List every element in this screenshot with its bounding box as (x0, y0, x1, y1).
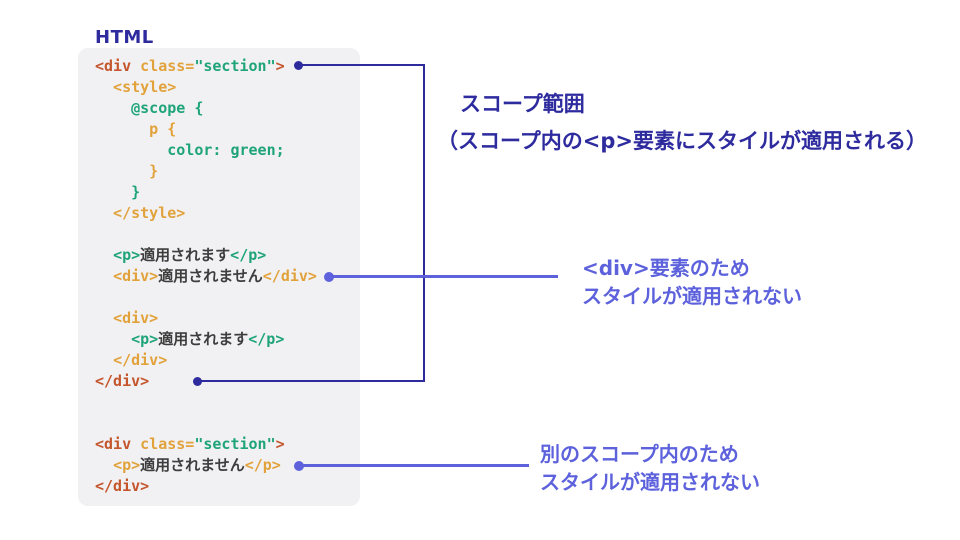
code-line (95, 392, 360, 413)
other-scope-callout-line (299, 464, 529, 467)
code-segment (95, 456, 113, 474)
code-segment: </style> (95, 204, 186, 222)
code-segment: > (275, 57, 285, 75)
scope-bracket-close-dot (193, 377, 202, 386)
code-line: <style> (95, 77, 360, 98)
code-line: <p>適用されます</p> (95, 329, 360, 350)
code-segment (95, 267, 113, 285)
code-segment: <p> (113, 246, 141, 264)
code-line (95, 287, 360, 308)
scope-bracket-bottom-line (198, 380, 425, 382)
code-segment: <div (95, 57, 141, 75)
code-segment: </div> (95, 477, 150, 495)
code-segment: 適用されます (140, 246, 231, 264)
div-not-applied-line2: スタイルが適用されない (582, 284, 802, 308)
code-segment: </p> (244, 456, 281, 474)
code-segment (95, 351, 113, 369)
code-segment: > (275, 435, 285, 453)
other-scope-callout-dot (294, 461, 304, 471)
code-segment: </div> (95, 372, 150, 390)
code-line: </div> (95, 350, 360, 371)
code-line: </div> (95, 371, 360, 392)
scope-range-annotation-line1: スコープ範囲 (460, 92, 585, 116)
code-block: <div class="section"> <style> @scope { p… (78, 48, 360, 497)
scope-range-annotation-line2: （スコープ内の<p>要素にスタイルが適用される） (437, 129, 927, 153)
code-line: color: green; (95, 140, 360, 161)
div-callout-line (329, 275, 558, 278)
scope-bracket-open-dot (294, 61, 303, 70)
code-line: @scope { (95, 98, 360, 119)
code-segment: <div (95, 435, 141, 453)
code-segment: } (95, 183, 141, 201)
code-segment: <p> (113, 456, 141, 474)
code-segment: color: green; (95, 141, 285, 159)
other-scope-line2: スタイルが適用されない (540, 470, 760, 494)
code-segment: <div> (113, 309, 159, 327)
code-segment: } (95, 162, 159, 180)
code-panel-label: HTML (95, 27, 154, 48)
code-line: p { (95, 119, 360, 140)
code-segment: 適用されません (140, 456, 245, 474)
code-segment: </p> (230, 246, 267, 264)
code-line: <div>適用されません</div> (95, 266, 360, 287)
code-panel: <div class="section"> <style> @scope { p… (78, 48, 360, 506)
code-segment: 適用されます (158, 330, 249, 348)
code-segment (95, 246, 113, 264)
code-segment: class= (140, 57, 195, 75)
scope-bracket-top-line (299, 64, 425, 66)
code-segment: p { (95, 120, 177, 138)
code-line: <p>適用されます</p> (95, 245, 360, 266)
code-segment (95, 330, 131, 348)
div-callout-dot (324, 272, 334, 282)
code-segment (95, 309, 113, 327)
code-segment: </p> (248, 330, 285, 348)
code-line: <div> (95, 308, 360, 329)
code-segment: 適用されません (158, 267, 263, 285)
code-segment: <style> (95, 78, 177, 96)
code-segment: @scope { (95, 99, 204, 117)
code-segment: </div> (262, 267, 317, 285)
code-segment: <p> (131, 330, 159, 348)
code-line: <div class="section"> (95, 56, 360, 77)
code-line (95, 413, 360, 434)
div-not-applied-line1: <div>要素のため (582, 256, 750, 280)
code-line (95, 224, 360, 245)
code-line: </div> (95, 476, 360, 497)
code-segment: class= (140, 435, 195, 453)
code-line: </style> (95, 203, 360, 224)
code-line: } (95, 182, 360, 203)
code-line: <div class="section"> (95, 434, 360, 455)
other-scope-annotation: 別のスコープ内のため スタイルが適用されない (540, 440, 760, 496)
other-scope-line1: 別のスコープ内のため (540, 442, 739, 466)
code-segment: </div> (113, 351, 168, 369)
scope-bracket-vertical-line (423, 64, 425, 382)
code-line: } (95, 161, 360, 182)
code-segment: <div> (113, 267, 159, 285)
code-segment: "section" (194, 57, 276, 75)
code-line: <p>適用されません</p> (95, 455, 360, 476)
code-segment: "section" (194, 435, 276, 453)
div-not-applied-annotation: <div>要素のため スタイルが適用されない (582, 254, 802, 310)
